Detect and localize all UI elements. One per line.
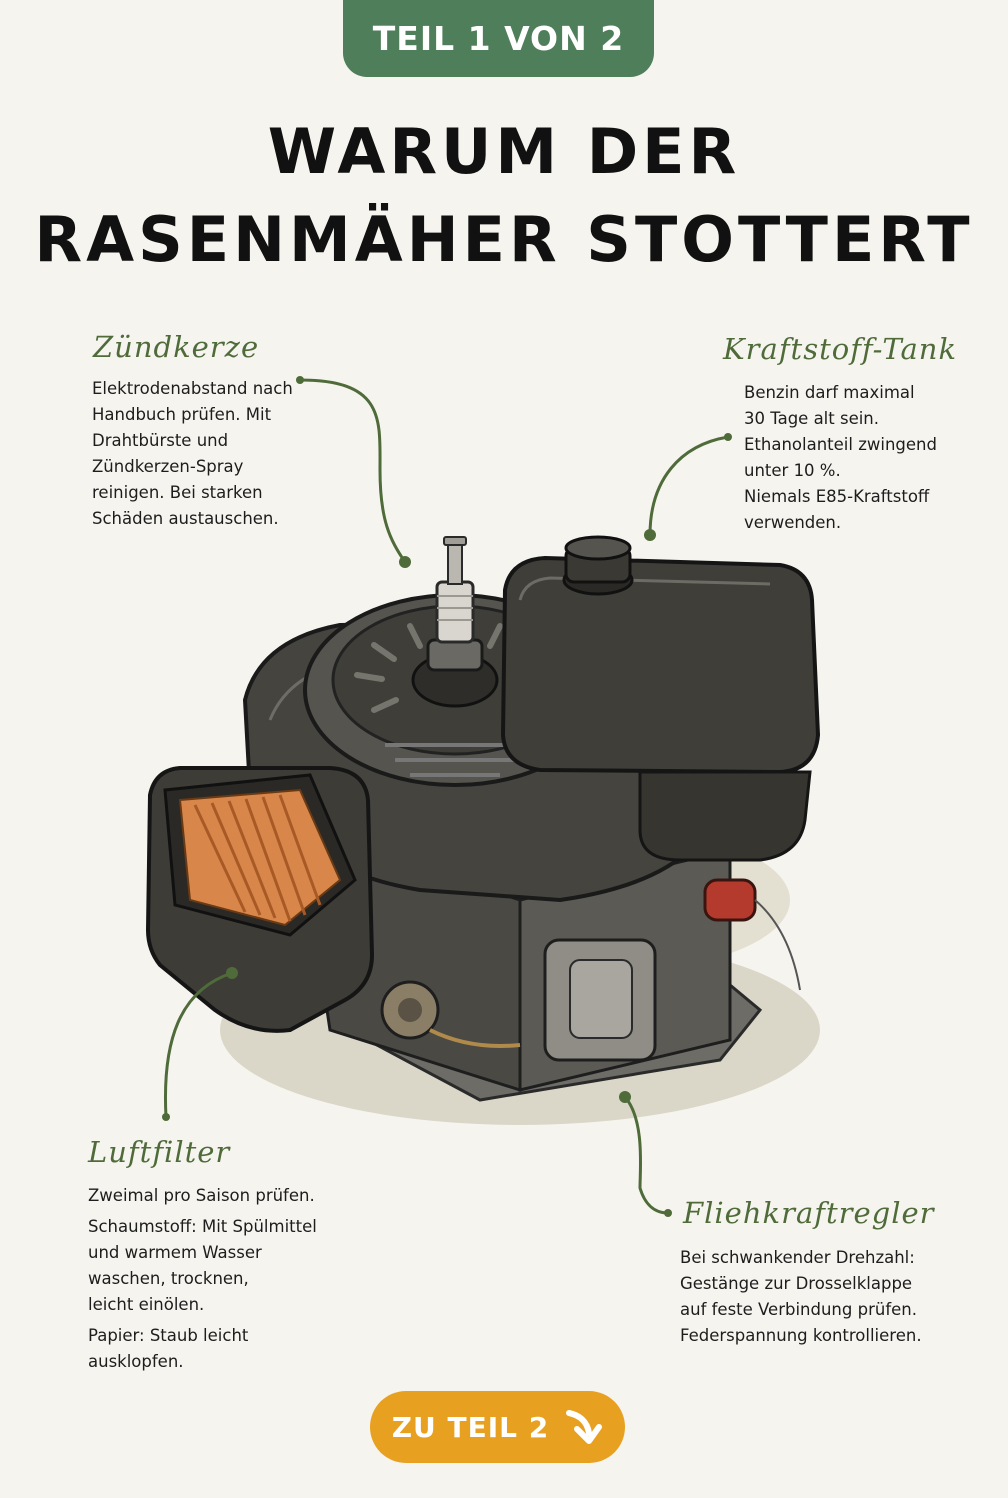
zuendkerze-line: Drahtbürste und (92, 431, 229, 450)
heading-luftfilter: Luftfilter (88, 1135, 231, 1169)
next-part-button-label: ZU TEIL 2 (391, 1410, 550, 1444)
luftfilter-line: waschen, trocknen, (88, 1269, 249, 1288)
spark-plug (435, 580, 475, 644)
zuendkerze-line: Handbuch prüfen. Mit (92, 405, 272, 424)
primer-bulb (703, 878, 757, 922)
zuendkerze-line: Schäden austauschen. (92, 509, 279, 528)
heading-zuendkerze: Zündkerze (93, 330, 260, 364)
arrow-down-right-icon (566, 1410, 603, 1444)
title-line-1: WARUM DER (267, 115, 741, 188)
heading-fliehkraftregler: Fliehkraftregler (683, 1196, 935, 1230)
tank-line: unter 10 %. (744, 461, 841, 480)
title-line-2: RASENMÄHER STOTTERT (34, 203, 974, 276)
fuel-tank (500, 555, 821, 775)
next-part-button[interactable]: ZU TEIL 2 (370, 1391, 625, 1463)
regler-line: Federspannung kontrollieren. (680, 1326, 922, 1345)
connector-tank (648, 435, 730, 537)
text-zuendkerze: Elektrodenabstand nach Handbuch prüfen. … (92, 376, 307, 532)
tank-line: Ethanolanteil zwingend (744, 435, 937, 454)
zuendkerze-line: Elektrodenabstand nach (92, 379, 293, 398)
luftfilter-line: Papier: Staub leicht (88, 1326, 249, 1345)
zuendkerze-line: reinigen. Bei starken (92, 483, 263, 502)
tank-line: verwenden. (744, 513, 842, 532)
regler-line: Bei schwankender Drehzahl: (680, 1248, 915, 1267)
connector-luftfilter (163, 971, 234, 1119)
luftfilter-line: Schaumstoff: Mit Spülmittel (88, 1217, 317, 1236)
part-badge: TEIL 1 VON 2 (343, 0, 654, 77)
heading-kraftstoff-tank: Kraftstoff-Tank (723, 332, 958, 366)
text-fliehkraftregler: Bei schwankender Drehzahl: Gestänge zur … (680, 1245, 940, 1349)
connector-regler (623, 1095, 670, 1215)
regler-line: Gestänge zur Drosselklappe (680, 1274, 913, 1293)
tank-line: 30 Tage alt sein. (744, 409, 880, 428)
page-title: WARUM DER RASENMÄHER STOTTERT (0, 108, 1008, 284)
part-badge-label: TEIL 1 VON 2 (372, 19, 625, 58)
text-luftfilter: Zweimal pro Saison prüfen. Schaumstoff: … (88, 1183, 338, 1375)
luftfilter-line: und warmem Wasser (88, 1243, 262, 1262)
luftfilter-line: Zweimal pro Saison prüfen. (88, 1186, 315, 1205)
luftfilter-line: ausklopfen. (88, 1352, 184, 1371)
tank-line: Niemals E85-Kraftstoff (744, 487, 930, 506)
luftfilter-line: leicht einölen. (88, 1295, 205, 1314)
regler-line: auf feste Verbindung prüfen. (680, 1300, 917, 1319)
connector-zuendkerze (298, 378, 407, 564)
zuendkerze-line: Zündkerzen-Spray (92, 457, 244, 476)
tank-line: Benzin darf maximal (744, 383, 915, 402)
text-kraftstoff-tank: Benzin darf maximal 30 Tage alt sein. Et… (744, 380, 974, 536)
